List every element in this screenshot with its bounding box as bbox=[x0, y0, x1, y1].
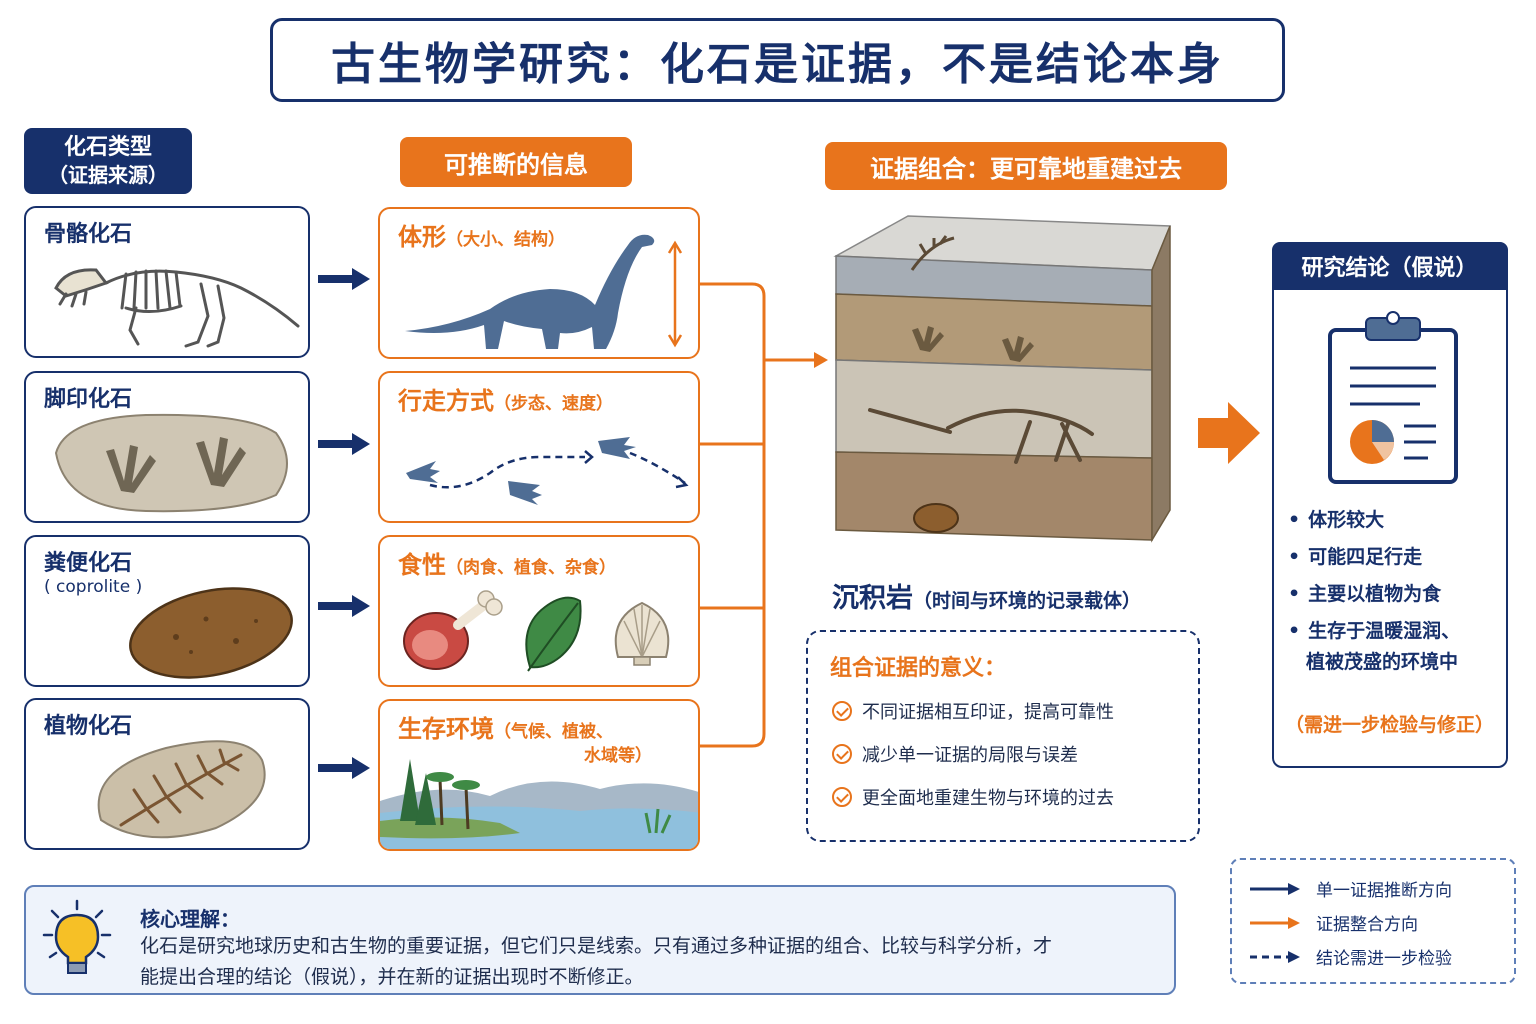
legend-item-further-testing: 结论需进一步检验 bbox=[1250, 944, 1452, 969]
info-label: 生存环境（气候、植被、 bbox=[398, 709, 613, 744]
info-card-environment: 生存环境（气候、植被、 水域等） bbox=[378, 699, 700, 851]
meaning-item-text: 减少单一证据的局限与误差 bbox=[862, 745, 1078, 766]
fossil-card-skeleton: 骨骼化石 bbox=[24, 206, 310, 358]
header-evidence-combo: 证据组合：更可靠地重建过去 bbox=[825, 142, 1227, 190]
conclusion-header: 研究结论（假说） bbox=[1271, 241, 1508, 290]
check-circle-icon bbox=[832, 744, 852, 764]
lightbulb-icon bbox=[42, 899, 112, 974]
fossil-label: 骨骼化石 bbox=[44, 222, 133, 247]
title-box: 古生物学研究：化石是证据，不是结论本身 bbox=[270, 18, 1285, 102]
info-sub: （步态、速度） bbox=[494, 394, 613, 414]
check-circle-icon bbox=[832, 701, 852, 721]
check-circle-icon bbox=[832, 787, 852, 807]
fossil-card-plant: 植物化石 bbox=[24, 698, 310, 850]
info-label-text: 行走方式 bbox=[398, 387, 494, 415]
meaning-title: 组合证据的意义： bbox=[830, 656, 1007, 681]
info-label-text: 生存环境 bbox=[398, 715, 494, 743]
fossil-sub: ( coprolite ) bbox=[44, 577, 143, 597]
rock-caption: 沉积岩（时间与环境的记录载体） bbox=[832, 576, 1141, 615]
fossil-card-coprolite: 粪便化石 ( coprolite ) bbox=[24, 535, 310, 687]
orange-integration-connector bbox=[700, 282, 828, 748]
info-card-diet: 食性（肉食、植食、杂食） bbox=[378, 535, 700, 687]
info-card-gait: 行走方式（步态、速度） bbox=[378, 371, 700, 523]
header-fossil-types-line2: （证据来源） bbox=[48, 163, 168, 187]
trackway-icon bbox=[406, 437, 689, 505]
header-fossil-types-line1: 化石类型 bbox=[63, 135, 152, 160]
fossil-label: 粪便化石 bbox=[44, 551, 133, 576]
arrow-right-icon bbox=[318, 433, 370, 455]
legend-label: 单一证据推断方向 bbox=[1316, 881, 1452, 901]
conclusion-item: 可能四足行走 bbox=[1288, 541, 1422, 573]
fossil-card-footprint: 脚印化石 bbox=[24, 371, 310, 523]
plant-fossil-icon bbox=[97, 740, 266, 839]
sedimentary-rock-icon bbox=[833, 215, 1172, 543]
conclusion-note: （需进一步检验与修正） bbox=[1284, 714, 1494, 736]
combined-evidence-meaning-box: 组合证据的意义： 不同证据相互印证，提高可靠性 减少单一证据的局限与误差 更全面… bbox=[806, 630, 1200, 842]
legend-label: 证据整合方向 bbox=[1316, 915, 1418, 935]
legend-dashed-arrow-icon bbox=[1250, 950, 1300, 963]
header-evidence-combo-text: 证据组合：更可靠地重建过去 bbox=[870, 154, 1182, 183]
header-fossil-types: 化石类型 （证据来源） bbox=[24, 128, 192, 194]
leaf-icon bbox=[525, 596, 582, 672]
page-title: 古生物学研究：化石是证据，不是结论本身 bbox=[331, 39, 1224, 90]
conclusion-item-continued: 植被茂盛的环境中 bbox=[1306, 651, 1459, 673]
landscape-icon bbox=[380, 759, 698, 849]
conclusion-item: 体形较大 bbox=[1288, 504, 1384, 536]
header-inferable-info: 可推断的信息 bbox=[400, 137, 632, 187]
legend-label: 结论需进一步检验 bbox=[1316, 949, 1452, 969]
footprint-stone-icon bbox=[54, 413, 288, 513]
meaning-item: 更全面地重建生物与环境的过去 bbox=[832, 784, 1114, 810]
core-text-line: 能提出合理的结论（假说），并在新的证据出现时不断修正。 bbox=[140, 966, 644, 988]
legend-item-integration: 证据整合方向 bbox=[1250, 910, 1418, 935]
fossil-label: 脚印化石 bbox=[44, 387, 133, 412]
info-sub-2: 水域等） bbox=[584, 746, 652, 766]
info-label: 体形（大小、结构） bbox=[398, 217, 565, 252]
legend-box: 单一证据推断方向 证据整合方向 结论需进一步检验 bbox=[1230, 858, 1516, 984]
arrow-right-icon bbox=[318, 268, 370, 290]
header-inferable-info-text: 可推断的信息 bbox=[444, 150, 588, 179]
meaning-item-text: 不同证据相互印证，提高可靠性 bbox=[862, 702, 1114, 723]
arrow-right-icon bbox=[318, 757, 370, 779]
clipboard-icon bbox=[1328, 311, 1458, 484]
info-sub: （大小、结构） bbox=[446, 230, 565, 250]
skeleton-icon bbox=[54, 268, 300, 348]
info-sub: （气候、植被、 bbox=[494, 722, 613, 742]
legend-navy-arrow-icon bbox=[1250, 882, 1300, 895]
meaning-item: 减少单一证据的局限与误差 bbox=[832, 741, 1078, 767]
conclusion-item: 主要以植物为食 bbox=[1288, 578, 1441, 610]
info-label-text: 体形 bbox=[398, 223, 446, 251]
conclusion-box: 研究结论（假说） 体形较大 可能四足行走 主要以植物为食 生存于温暖湿润、 植被… bbox=[1271, 241, 1508, 768]
fossil-label: 植物化石 bbox=[44, 714, 133, 739]
shell-icon bbox=[614, 601, 670, 666]
sauropod-icon bbox=[405, 234, 683, 349]
meaning-item: 不同证据相互印证，提高可靠性 bbox=[832, 698, 1114, 724]
arrow-right-icon bbox=[318, 595, 370, 617]
meaning-item-text: 更全面地重建生物与环境的过去 bbox=[862, 788, 1114, 809]
core-title: 核心理解： bbox=[140, 907, 240, 931]
info-sub: （肉食、植食、杂食） bbox=[446, 558, 616, 578]
conclusion-item: 生存于温暖湿润、 bbox=[1288, 615, 1460, 647]
core-text-line: 化石是研究地球历史和古生物的重要证据，但它们只是线索。只有通过多种证据的组合、比… bbox=[140, 935, 1053, 957]
info-label-text: 食性 bbox=[398, 551, 446, 579]
rock-sub: （时间与环境的记录载体） bbox=[913, 590, 1142, 612]
info-card-body-shape: 体形（大小、结构） bbox=[378, 207, 700, 359]
core-text: 化石是研究地球历史和古生物的重要证据，但它们只是线索。只有通过多种证据的组合、比… bbox=[140, 931, 1164, 993]
info-label: 行走方式（步态、速度） bbox=[398, 381, 613, 416]
legend-item-single-evidence: 单一证据推断方向 bbox=[1250, 876, 1452, 901]
coprolite-icon bbox=[129, 587, 293, 679]
legend-orange-arrow-icon bbox=[1250, 916, 1300, 929]
rock-label: 沉积岩 bbox=[832, 583, 913, 614]
core-understanding-box: 核心理解： 化石是研究地球历史和古生物的重要证据，但它们只是线索。只有通过多种证… bbox=[24, 885, 1176, 995]
big-arrow-right-icon bbox=[1198, 402, 1260, 464]
info-label: 食性（肉食、植食、杂食） bbox=[398, 545, 616, 580]
